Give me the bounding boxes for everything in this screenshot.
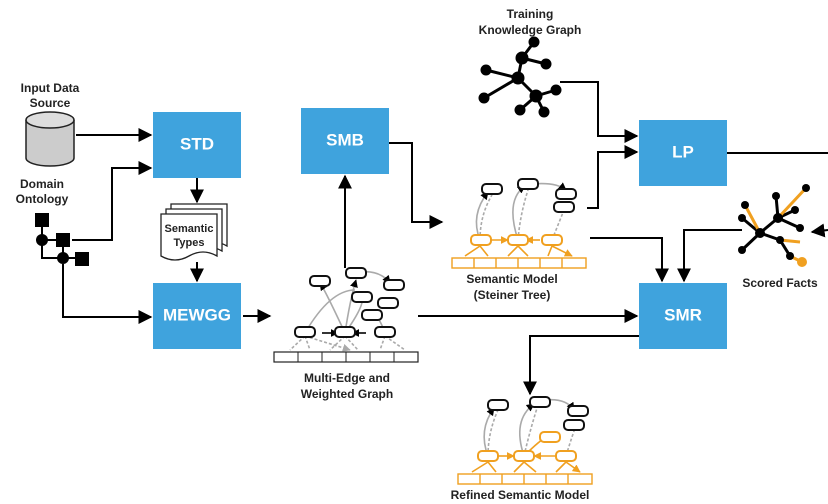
mewgg-label: MEWGG [163, 305, 231, 324]
scored-facts-icon [738, 184, 810, 267]
domain-ontology-label-line1: Domain [20, 177, 64, 191]
arrow-scored-to-smr [677, 229, 742, 283]
ontology-icon [35, 213, 89, 266]
arrow-ontology-to-mewgg [62, 264, 153, 324]
smb-box: SMB [301, 108, 389, 174]
arrow-model-to-lp [587, 145, 639, 209]
arrow-into-scored [810, 223, 828, 238]
arrow-ontology-to-std [72, 161, 153, 241]
std-label: STD [180, 134, 214, 153]
scored-facts-label: Scored Facts [742, 276, 818, 290]
multi-edge-label-line1: Multi-Edge and [304, 371, 390, 385]
smr-box: SMR [639, 283, 727, 349]
arrow-smr-down [529, 335, 639, 394]
semantic-model-label-line2: (Steiner Tree) [474, 288, 551, 302]
semantic-model-icon [451, 178, 587, 269]
lp-label: LP [672, 142, 694, 161]
multi-edge-graph-icon [273, 267, 419, 363]
semantic-types-label-line1: Semantic [165, 223, 214, 235]
connectors [62, 81, 828, 396]
std-box: STD [153, 112, 241, 178]
training-graph-icon [478, 36, 562, 118]
training-kg-label-line2: Knowledge Graph [479, 23, 582, 37]
smb-label: SMB [326, 130, 364, 149]
semantic-model-label-line1: Semantic Model [466, 272, 557, 286]
arrow-training-to-lp [560, 81, 639, 143]
semantic-types-label-line2: Types [174, 237, 205, 249]
training-kg-label-line1: Training [507, 7, 554, 21]
mewgg-box: MEWGG [153, 283, 241, 349]
refined-model-label: Refined Semantic Model [451, 488, 590, 502]
arrow-smb-to-model [389, 142, 444, 229]
arrow-model-to-smr [590, 237, 669, 283]
smr-label: SMR [664, 305, 702, 324]
semantic-types-icon: Semantic Types [160, 203, 228, 261]
lp-box: LP [639, 120, 727, 186]
domain-ontology-label-line2: Ontology [16, 192, 69, 206]
database-icon [25, 111, 75, 167]
multi-edge-label-line2: Weighted Graph [301, 387, 393, 401]
input-source-label-line2: Source [30, 96, 71, 110]
refined-model-icon [457, 396, 593, 485]
input-source-label-line1: Input Data [21, 81, 80, 95]
